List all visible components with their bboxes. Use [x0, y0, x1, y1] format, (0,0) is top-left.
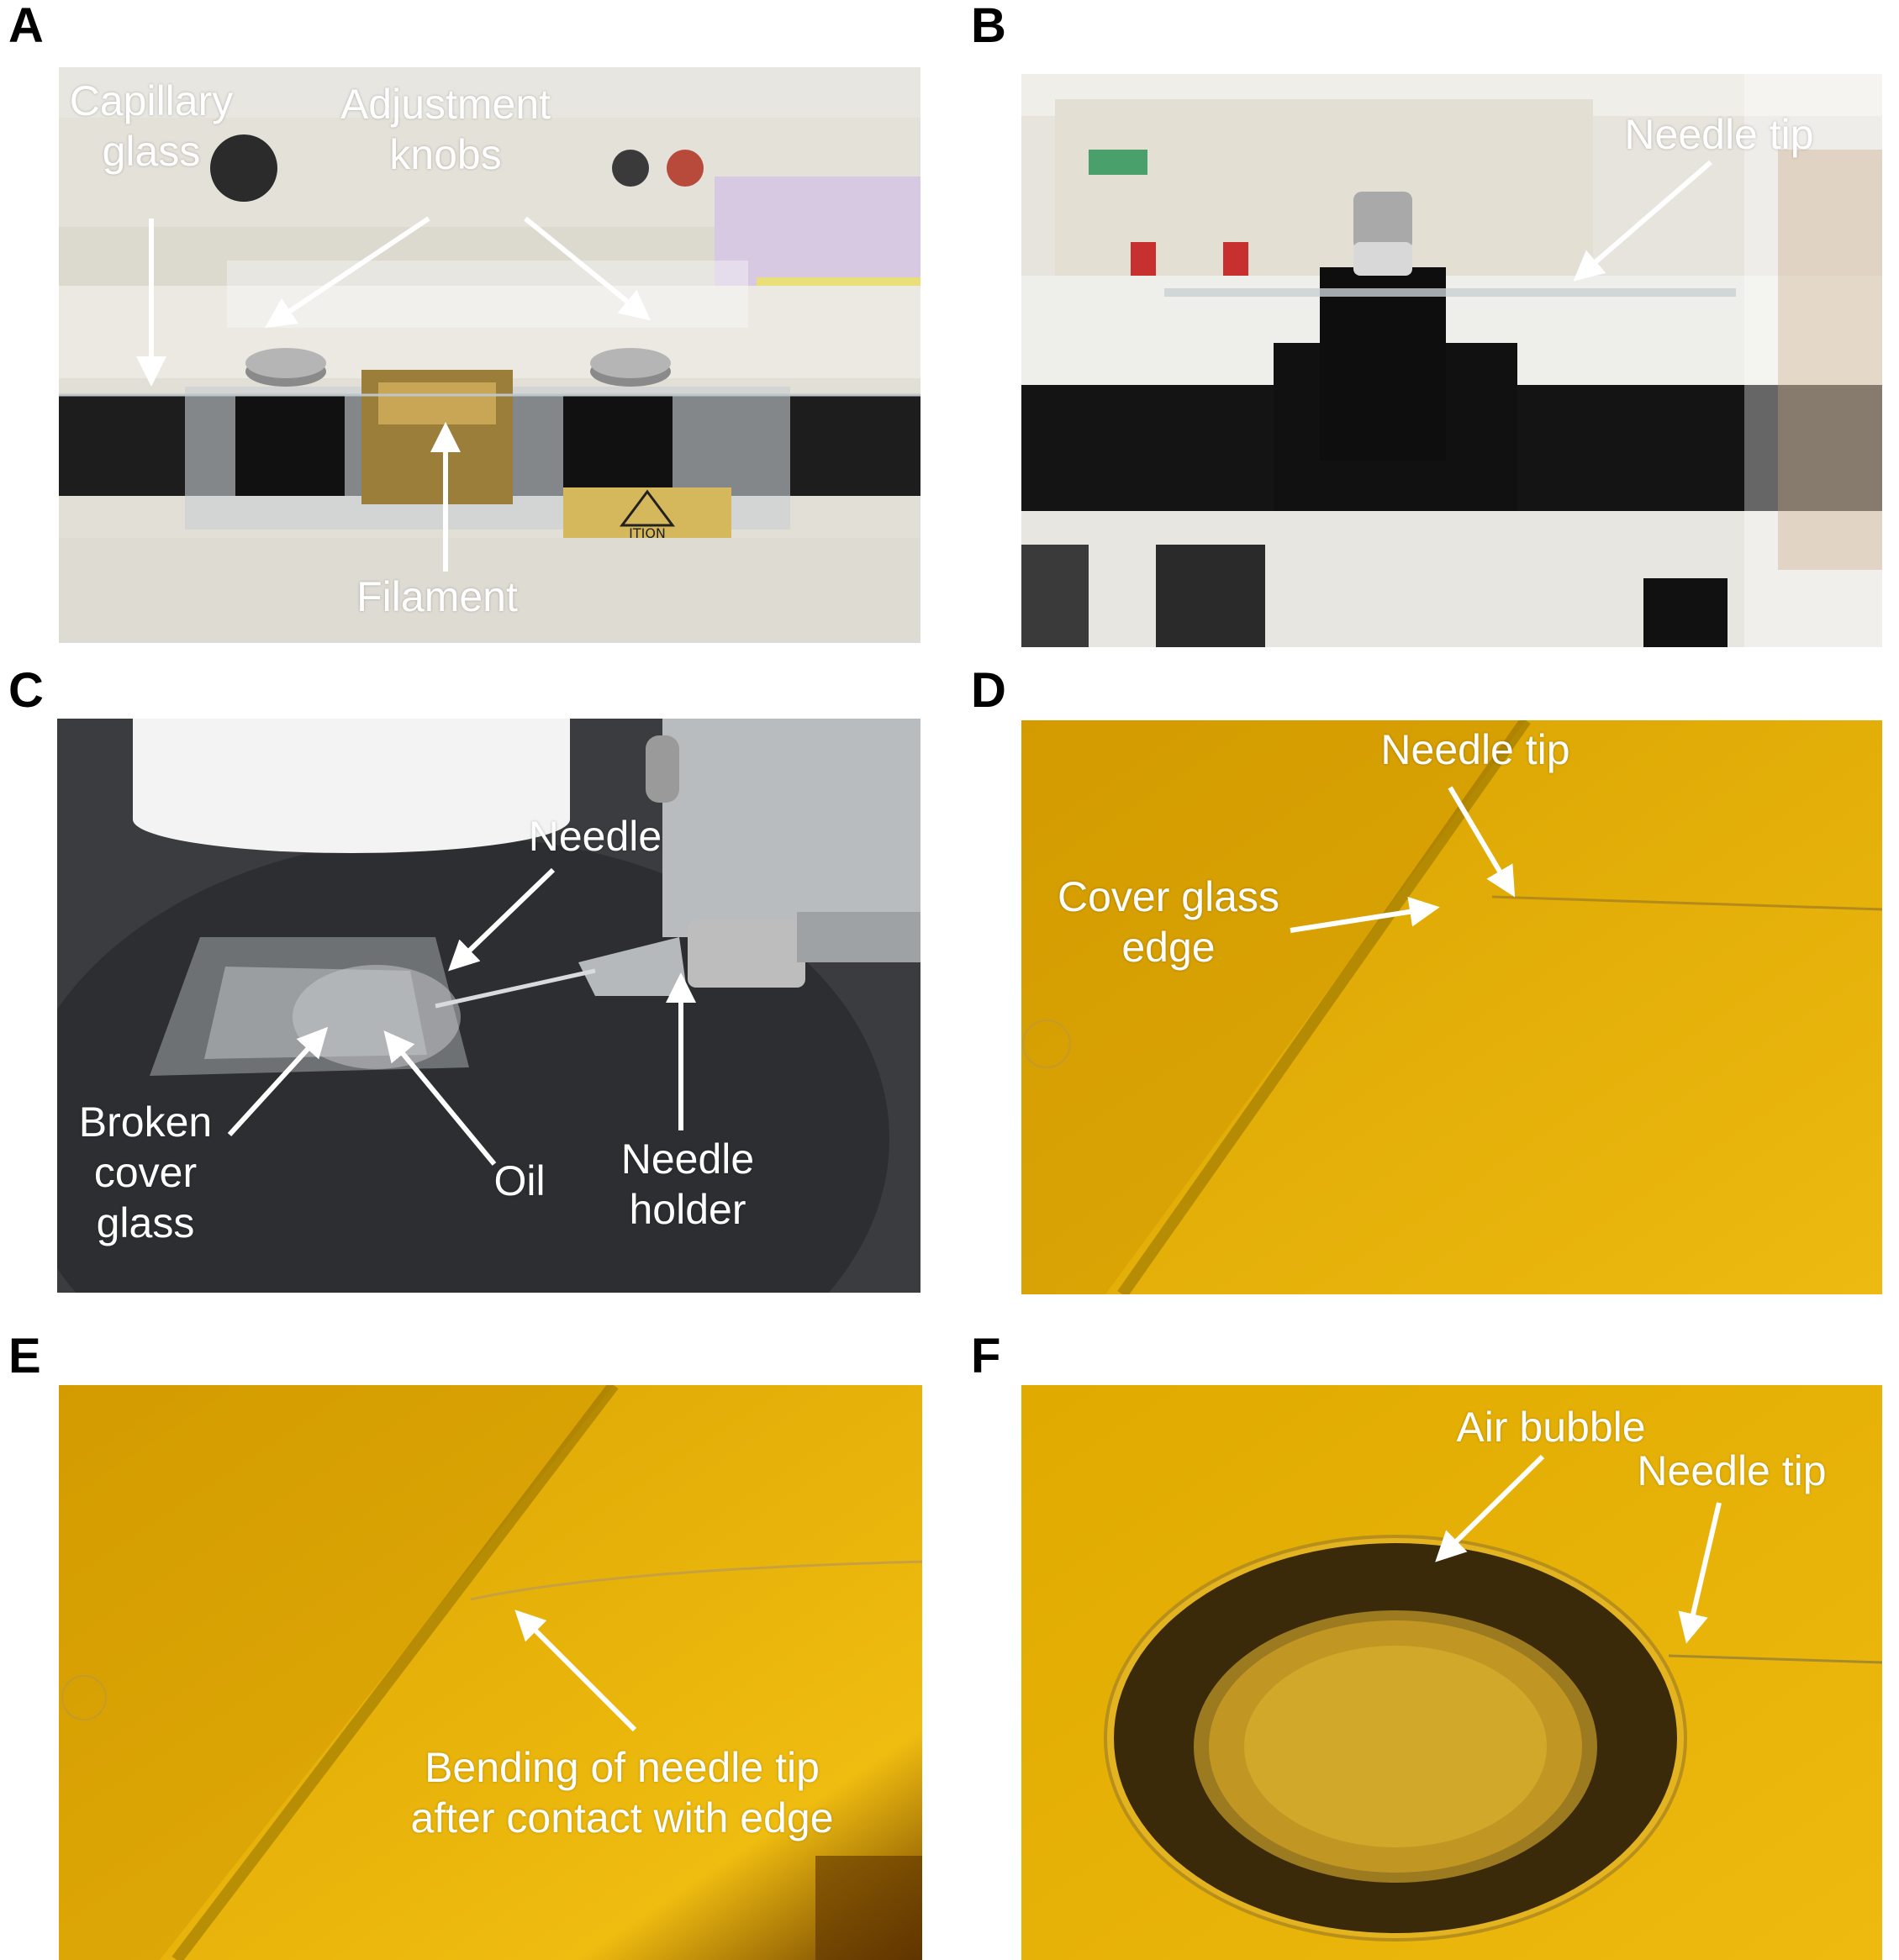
panel-d-photo: Needle tip Cover glass edge: [1021, 720, 1882, 1294]
cover-glass-edge-micrograph: [1021, 720, 1882, 1294]
label-oil: Oil: [493, 1157, 546, 1204]
warning-label: JTION: [628, 525, 666, 541]
panel-d-letter: D: [971, 663, 1006, 718]
panel-a-photo: JTION Capillary glass Adjustment knobs F…: [59, 67, 920, 643]
panel-c-letter: C: [8, 663, 44, 718]
panel-b-photo: Needle tip: [1021, 74, 1882, 647]
panel-e-photo: Bending of needle tip after contact with…: [59, 1385, 922, 1960]
label-capillary-glass: Capillary glass: [69, 77, 234, 175]
panel-f-letter: F: [971, 1329, 1001, 1383]
panel-a-letter: A: [8, 0, 44, 53]
label-air-bubble: Air bubble: [1456, 1404, 1646, 1451]
air-bubble-micrograph: [1021, 1385, 1882, 1960]
pipette-puller-photo: JTION: [59, 67, 920, 643]
label-needle-tip-f: Needle tip: [1637, 1447, 1827, 1494]
label-needle: Needle: [528, 813, 662, 860]
panel-b-letter: B: [971, 0, 1006, 53]
panel-e-letter: E: [8, 1329, 41, 1383]
panel-c-photo: Needle Broken cover glass Oil Needle hol…: [57, 719, 920, 1293]
label-needle-tip-b: Needle tip: [1624, 111, 1814, 158]
label-broken-cover-glass: Broken cover glass: [78, 1099, 213, 1246]
label-needle-tip-d: Needle tip: [1380, 726, 1570, 773]
label-bending-of-needle-tip: Bending of needle tip after contact with…: [410, 1744, 834, 1841]
needle-holder-photo: [1021, 74, 1882, 647]
needle-bending-micrograph: [59, 1385, 922, 1960]
label-filament: Filament: [356, 573, 518, 620]
label-adjustment-knobs: Adjustment knobs: [340, 81, 551, 178]
panel-f-photo: Air bubble Needle tip: [1021, 1385, 1882, 1960]
label-needle-holder: Needle holder: [620, 1135, 755, 1233]
label-cover-glass-edge: Cover glass edge: [1058, 873, 1279, 971]
